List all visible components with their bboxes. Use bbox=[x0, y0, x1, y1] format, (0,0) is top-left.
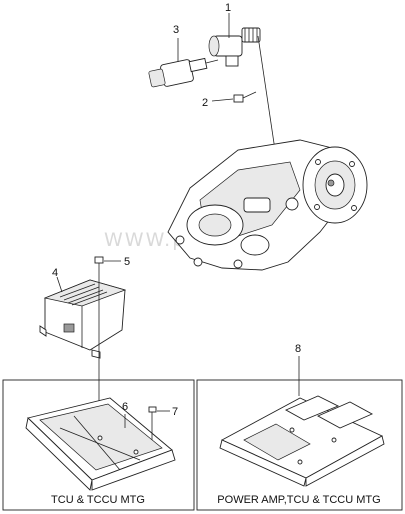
tcu-bracket-part bbox=[25, 397, 176, 491]
bolt-part bbox=[233, 91, 257, 103]
svg-text:4: 4 bbox=[52, 267, 58, 279]
right-box-caption: POWER AMP,TCU & TCCU MTG bbox=[217, 494, 380, 506]
callout-3: 3 bbox=[173, 24, 179, 62]
tcu-module-part bbox=[39, 279, 127, 359]
left-box-caption: TCU & TCCU MTG bbox=[51, 494, 145, 506]
svg-text:7: 7 bbox=[172, 406, 178, 418]
callout-6: 6 bbox=[122, 401, 128, 428]
svg-text:8: 8 bbox=[295, 343, 301, 355]
callout-8: 8 bbox=[295, 343, 301, 396]
tcu-mtg-box bbox=[2, 379, 195, 511]
svg-text:5: 5 bbox=[124, 256, 130, 268]
callout-1: 1 bbox=[225, 2, 276, 151]
speed-sensor-part bbox=[208, 27, 261, 67]
screw-7-part bbox=[148, 406, 157, 440]
svg-text:3: 3 bbox=[173, 24, 179, 36]
callout-2: 2 bbox=[202, 97, 234, 109]
power-amp-bracket-part bbox=[219, 395, 385, 487]
bolt-5-part bbox=[94, 256, 104, 414]
callout-7: 7 bbox=[157, 406, 178, 418]
svg-text:6: 6 bbox=[122, 401, 128, 413]
svg-text:1: 1 bbox=[225, 2, 231, 14]
callout-4: 4 bbox=[52, 267, 63, 293]
sensor-connector-part bbox=[148, 57, 219, 88]
power-amp-mtg-box bbox=[196, 379, 403, 511]
svg-text:2: 2 bbox=[202, 97, 208, 109]
callout-5: 5 bbox=[104, 256, 130, 268]
transmission-assembly bbox=[167, 139, 368, 271]
